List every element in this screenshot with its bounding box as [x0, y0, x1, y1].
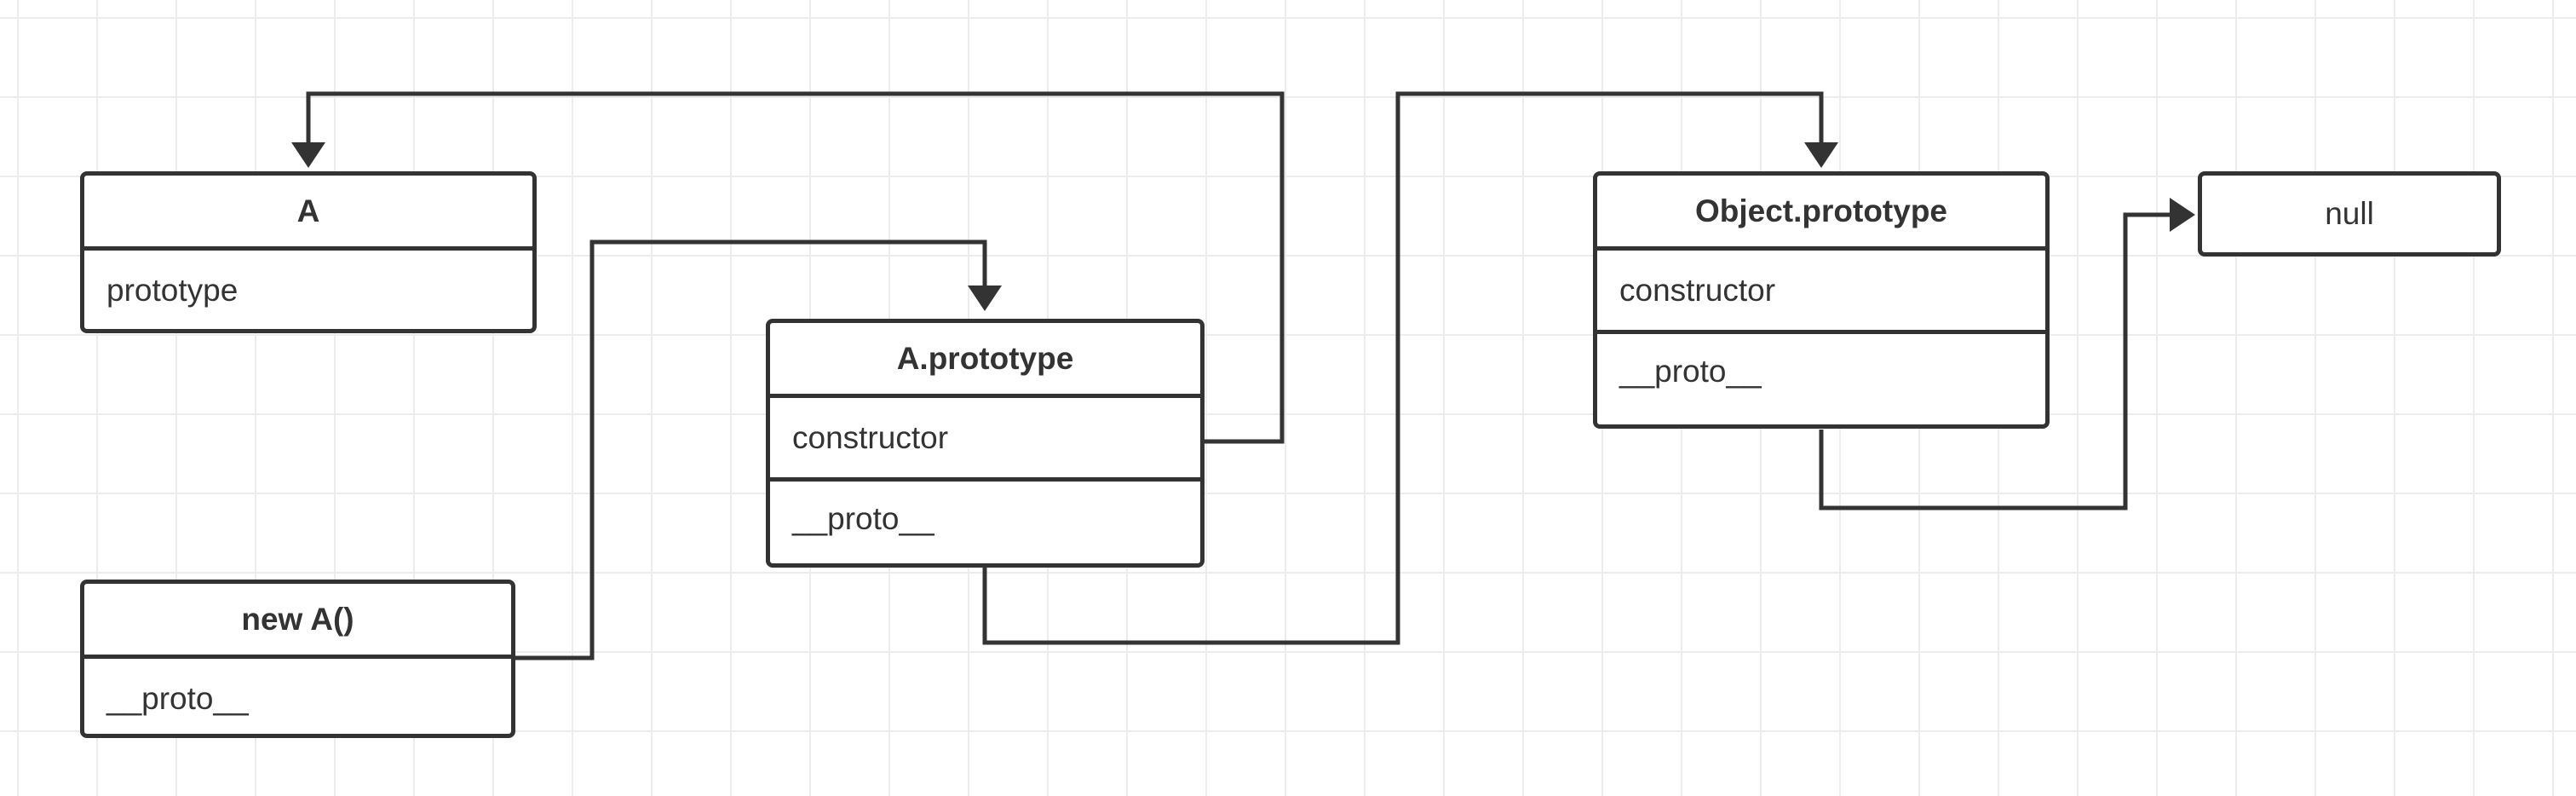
node-a-prototype-title: A.prototype — [770, 323, 1200, 398]
node-object-prototype[interactable]: Object.prototype constructor __proto__ — [1593, 171, 2050, 429]
node-object-prototype-field-constructor: constructor — [1619, 272, 1776, 308]
node-null[interactable]: null — [2198, 171, 2501, 257]
node-a-prototype[interactable]: A.prototype constructor __proto__ — [766, 319, 1205, 568]
node-a-field-prototype: prototype — [106, 272, 239, 308]
node-new-a[interactable]: new A() __proto__ — [80, 580, 515, 738]
node-a-title: A — [84, 176, 532, 251]
node-object-prototype-field-proto: __proto__ — [1597, 330, 2045, 409]
edge-new-a-proto-to-a-prototype — [513, 239, 1002, 660]
edge-a-prototype-constructor-to-a — [291, 91, 1285, 444]
node-a[interactable]: A prototype — [80, 171, 537, 333]
edge-a-prototype-proto-to-object-prototype — [982, 91, 1838, 645]
node-object-prototype-title: Object.prototype — [1597, 176, 2045, 251]
node-a-prototype-field-proto: __proto__ — [770, 477, 1200, 557]
node-new-a-title: new A() — [84, 584, 511, 659]
node-a-prototype-field-constructor: constructor — [792, 419, 949, 455]
edge-object-prototype-proto-to-null — [1819, 198, 2195, 510]
node-new-a-field-proto: __proto__ — [106, 680, 249, 716]
